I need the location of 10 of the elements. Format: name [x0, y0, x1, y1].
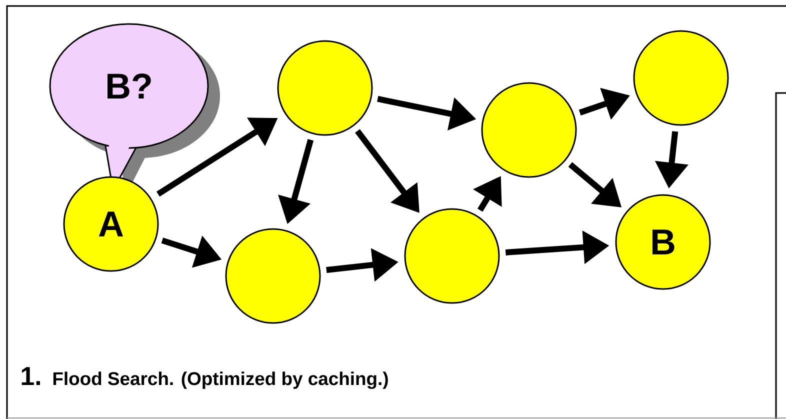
caption: Flood Search. (Optimized by caching.)	[53, 372, 388, 389]
circle-node	[225, 228, 321, 324]
circle-node	[404, 208, 500, 304]
circle-node	[481, 82, 577, 178]
speech-bubble: B?	[49, 23, 220, 195]
circle-node	[633, 30, 729, 126]
circle-node: B	[615, 194, 711, 290]
caption-number: 1.	[22, 367, 40, 385]
circle-node: A	[63, 176, 159, 272]
circle-node	[277, 40, 373, 136]
